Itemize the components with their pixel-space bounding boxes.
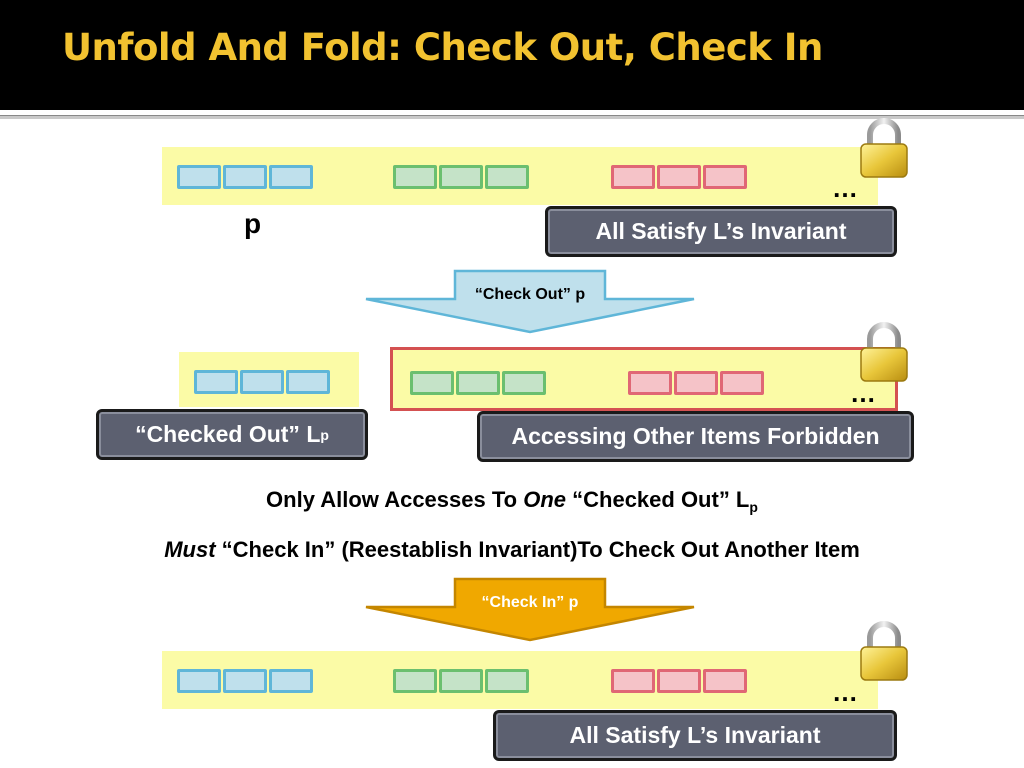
node-cell bbox=[223, 165, 267, 189]
rule-line-1-subscript: p bbox=[749, 499, 758, 515]
lock-icon bbox=[860, 621, 908, 681]
rule-line-2-text: “Check In” (Reestablish Invariant)To Che… bbox=[215, 537, 860, 562]
rule-line-1-emphasis: One bbox=[523, 487, 567, 512]
check-in-label: “Check In” p bbox=[481, 594, 579, 611]
rule-line-2: Must “Check In” (Reestablish Invariant)T… bbox=[0, 537, 1024, 563]
node-cell bbox=[286, 370, 330, 394]
red-node-bottom bbox=[611, 669, 747, 693]
rule-line-2-emphasis: Must bbox=[164, 537, 216, 562]
node-cell bbox=[657, 669, 701, 693]
check-out-arrow bbox=[365, 269, 695, 334]
rule-line-1-prefix: Only Allow Accesses To bbox=[266, 487, 524, 512]
node-cell bbox=[720, 371, 764, 395]
title-divider bbox=[0, 115, 1024, 119]
blue-node-checked-out bbox=[194, 370, 330, 394]
rule-line-1: Only Allow Accesses To One “Checked Out”… bbox=[0, 487, 1024, 515]
forbidden-label: Accessing Other Items Forbidden bbox=[477, 411, 914, 462]
ellipsis-middle: … bbox=[850, 378, 877, 408]
node-cell bbox=[269, 165, 313, 189]
lock-icon bbox=[860, 322, 908, 382]
node-cell bbox=[628, 371, 672, 395]
pointer-label: p bbox=[244, 208, 262, 239]
lock-icon bbox=[860, 118, 908, 178]
node-cell bbox=[393, 165, 437, 189]
node-cell bbox=[223, 669, 267, 693]
node-cell bbox=[485, 669, 529, 693]
invariant-label-top: All Satisfy L’s Invariant bbox=[545, 206, 897, 257]
node-cell bbox=[439, 165, 483, 189]
node-cell bbox=[177, 669, 221, 693]
checked-out-text: “Checked Out” L bbox=[135, 421, 321, 447]
node-cell bbox=[393, 669, 437, 693]
green-node-middle bbox=[410, 371, 546, 395]
ellipsis-top: … bbox=[832, 173, 859, 203]
slide-title: Unfold And Fold: Check Out, Check In bbox=[62, 26, 823, 69]
node-cell bbox=[177, 165, 221, 189]
check-out-label: “Check Out” p bbox=[474, 286, 586, 303]
check-in-arrow bbox=[365, 577, 695, 642]
node-cell bbox=[410, 371, 454, 395]
node-cell bbox=[240, 370, 284, 394]
node-cell bbox=[194, 370, 238, 394]
node-cell bbox=[703, 669, 747, 693]
ellipsis-bottom: … bbox=[832, 677, 859, 707]
node-cell bbox=[269, 669, 313, 693]
node-cell bbox=[657, 165, 701, 189]
checked-out-subscript: p bbox=[320, 426, 329, 443]
green-node-top bbox=[393, 165, 529, 189]
green-node-bottom bbox=[393, 669, 529, 693]
blue-node-top bbox=[177, 165, 313, 189]
rule-line-1-suffix: “Checked Out” L bbox=[566, 487, 750, 512]
node-cell bbox=[611, 669, 655, 693]
node-cell bbox=[502, 371, 546, 395]
node-cell bbox=[611, 165, 655, 189]
red-node-middle bbox=[628, 371, 764, 395]
blue-node-bottom bbox=[177, 669, 313, 693]
title-bar: Unfold And Fold: Check Out, Check In bbox=[0, 0, 1024, 110]
red-node-top bbox=[611, 165, 747, 189]
node-cell bbox=[456, 371, 500, 395]
node-cell bbox=[439, 669, 483, 693]
invariant-label-bottom: All Satisfy L’s Invariant bbox=[493, 710, 897, 761]
node-cell bbox=[485, 165, 529, 189]
node-cell bbox=[703, 165, 747, 189]
node-cell bbox=[674, 371, 718, 395]
